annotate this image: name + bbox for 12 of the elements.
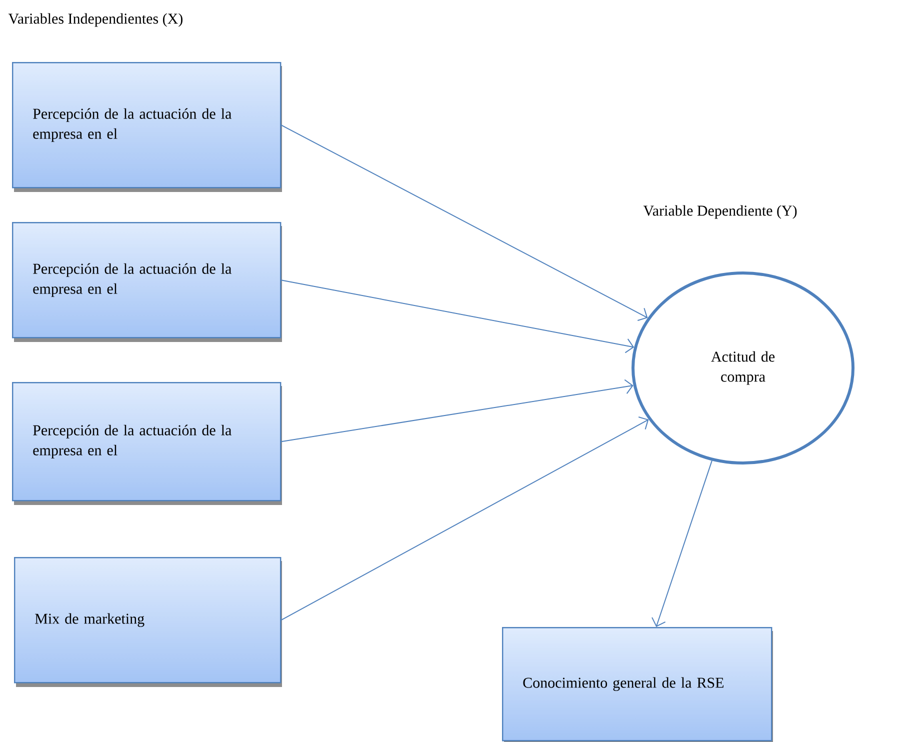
process-box: Percepción de la actuación de la empresa en el bbox=[12, 222, 282, 342]
arrow bbox=[652, 460, 712, 627]
process-box: Mix de marketing bbox=[14, 557, 282, 687]
arrow bbox=[280, 280, 634, 354]
process-box: Percepción de la actuación de la empresa en el bbox=[12, 382, 282, 505]
arrow bbox=[280, 124, 648, 321]
process-box: Conocimiento general de la RSE bbox=[502, 627, 773, 742]
heading-label: Variable Dependiente (Y) bbox=[643, 205, 797, 219]
process-box: Percepción de la actuación de la empresa en el bbox=[12, 62, 282, 192]
arrow bbox=[280, 416, 649, 621]
arrow bbox=[280, 379, 634, 442]
heading-label: Variables Independientes (X) bbox=[8, 13, 182, 27]
